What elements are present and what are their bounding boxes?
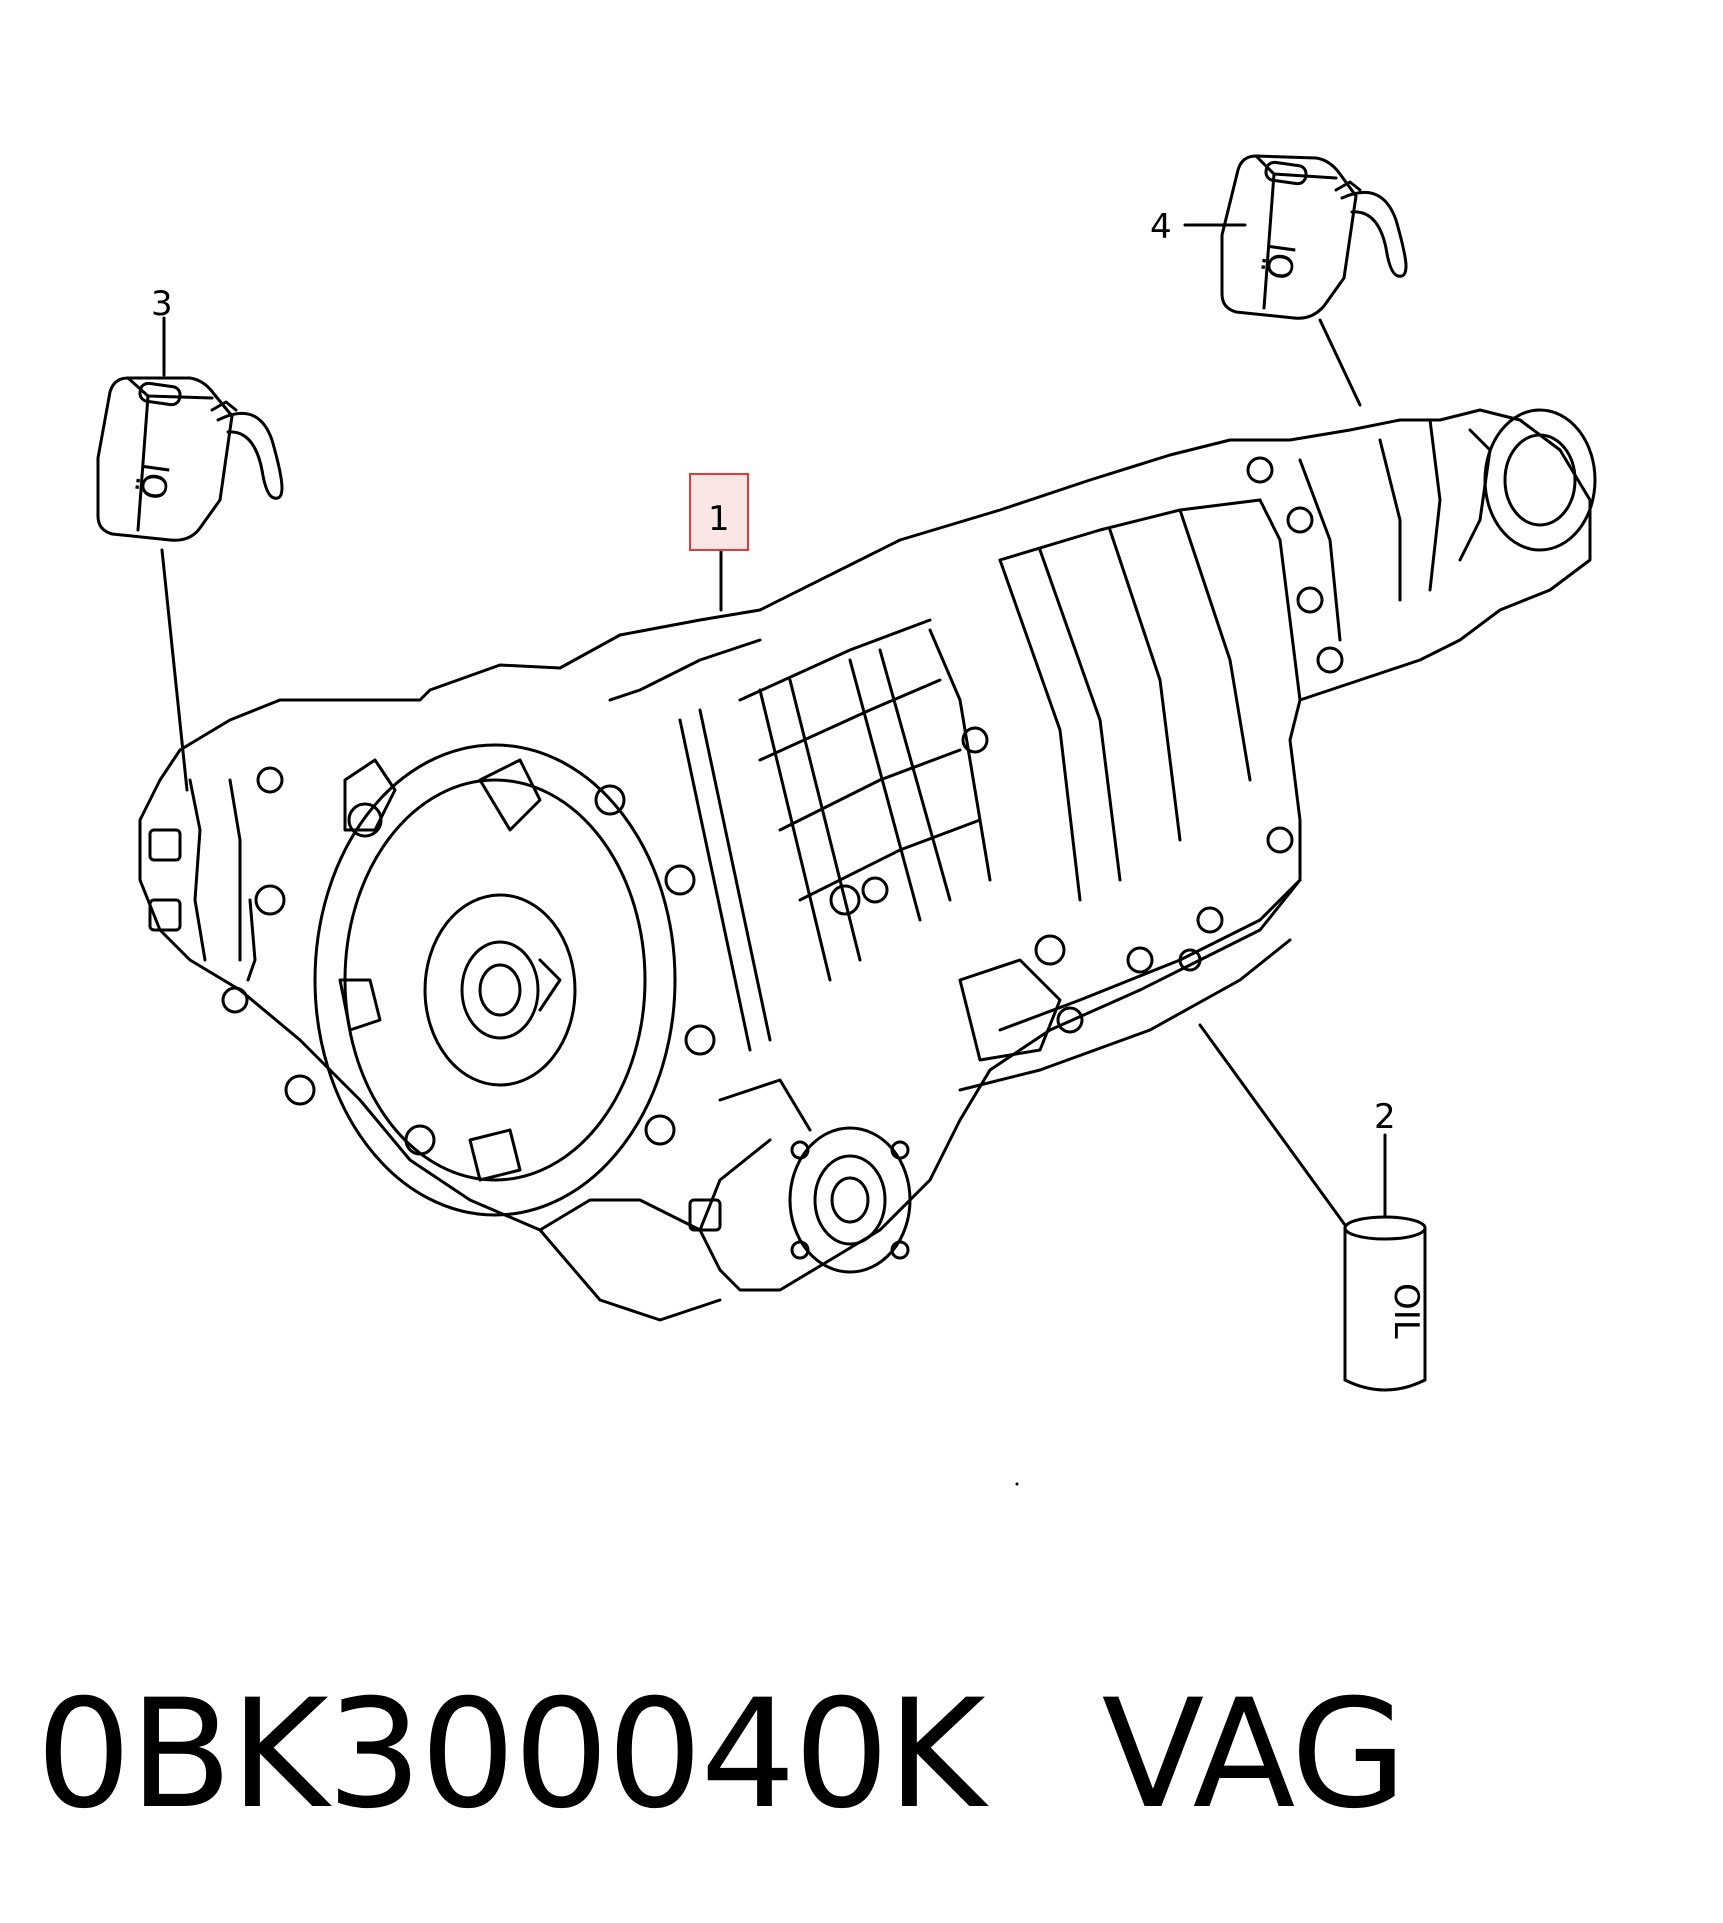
part-number: 0BK300040K — [36, 1668, 986, 1842]
oil-can-icon: Öl — [1220, 154, 1408, 320]
oil-can-icon: Öl — [96, 376, 284, 542]
speck — [1015, 1482, 1019, 1486]
transmission-illustration — [138, 408, 1597, 1322]
callout-4-label[interactable]: 4 — [1150, 207, 1172, 247]
callout-2-label[interactable]: 2 — [1374, 1097, 1396, 1137]
callout-3-pointer — [160, 548, 189, 792]
oil-can-3-text: Öl — [133, 461, 179, 503]
callout-1-highlight — [689, 473, 749, 551]
callout-3-label[interactable]: 3 — [151, 284, 173, 324]
brand-name: VAG — [1101, 1668, 1407, 1842]
footer-caption: 0BK300040K VAG — [36, 1668, 1407, 1842]
oil-bottle-icon: OIL — [1343, 1215, 1427, 1392]
callout-4-pointer — [1318, 318, 1362, 407]
callout-1-label[interactable]: 1 — [708, 499, 730, 539]
oil-can-4-text: Öl — [1259, 241, 1305, 283]
callout-2-pointer — [1198, 1023, 1347, 1227]
oil-bottle-text: OIL — [1386, 1283, 1426, 1339]
